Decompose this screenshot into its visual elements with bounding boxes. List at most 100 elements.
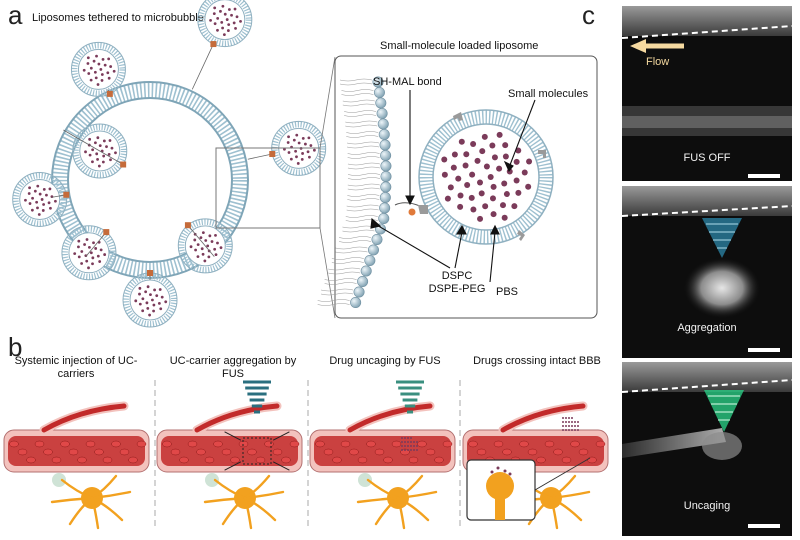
tether-node — [147, 270, 153, 276]
small-molecule — [491, 154, 498, 161]
neuron — [509, 474, 591, 530]
small-molecule — [489, 195, 496, 202]
small-molecule — [502, 142, 509, 149]
small-molecule — [490, 211, 497, 218]
small-molecule — [515, 189, 522, 196]
neuron — [50, 474, 132, 530]
small-molecule — [496, 165, 503, 172]
label-lipid-block: DSPC DSPE-PEG — [425, 270, 489, 296]
step-1-title: Systemic injection of UC-carriers — [14, 355, 138, 381]
small-molecule — [503, 191, 510, 198]
small-molecule — [469, 171, 476, 178]
liposome — [177, 218, 233, 274]
tether-node — [106, 90, 113, 97]
tether-node — [184, 222, 191, 229]
small-molecule — [502, 153, 509, 160]
zoom-title: Small-molecule loaded liposome — [380, 40, 539, 52]
small-molecule — [458, 138, 465, 145]
zoom-selection-box — [215, 147, 321, 229]
small-molecule — [482, 203, 489, 210]
step-2-title: UC-carrier aggregation by FUS — [169, 355, 297, 381]
neuron — [356, 474, 438, 530]
small-molecule — [526, 158, 533, 165]
small-molecule — [474, 157, 481, 164]
frame-fus-off-image — [622, 6, 792, 136]
aggregation-box — [242, 437, 272, 465]
scale-bar-1 — [748, 174, 780, 178]
small-molecule — [479, 148, 486, 155]
tether-node — [103, 229, 110, 236]
small-molecule — [481, 133, 488, 140]
liposome — [70, 41, 126, 97]
step-2-illustration — [156, 380, 303, 530]
frame-aggregation: Aggregation — [622, 186, 792, 358]
label-small-molecules: Small molecules — [508, 88, 589, 100]
panel-c-letter: c — [582, 0, 595, 30]
liposome — [61, 225, 117, 281]
small-molecule — [489, 142, 496, 149]
scale-bar-3 — [748, 524, 780, 528]
zoom-line-bottom — [319, 227, 336, 319]
small-molecule — [441, 171, 448, 178]
liposome — [63, 123, 128, 179]
panel-a-letter: a — [8, 0, 23, 30]
tether-node — [120, 161, 127, 168]
small-molecule — [441, 156, 448, 163]
frame-aggregation-label: Aggregation — [677, 322, 737, 334]
frame-fus-off-label: FUS OFF — [683, 152, 731, 164]
small-molecule — [490, 183, 497, 190]
frame-fus-off: Flow FUS OFF — [622, 6, 792, 181]
frame-uncaging-label: Uncaging — [683, 500, 731, 512]
small-molecule — [525, 183, 532, 190]
peg-caps — [453, 112, 546, 241]
small-molecule — [444, 195, 451, 202]
small-molecule — [468, 194, 475, 201]
inset-pointer — [534, 457, 591, 491]
step-4-title: Drugs crossing intact BBB — [473, 355, 601, 367]
glial-cell — [358, 473, 372, 487]
label-dspe-peg: DSPE-PEG — [428, 283, 486, 296]
small-molecule — [487, 174, 494, 180]
liposome — [191, 0, 253, 90]
small-molecule — [501, 180, 508, 187]
small-molecule — [470, 140, 477, 147]
small-molecule — [499, 202, 506, 209]
step-1-illustration — [3, 401, 150, 530]
small-molecule — [451, 151, 458, 158]
liposome — [122, 270, 178, 328]
small-molecule — [515, 147, 522, 154]
label-pbs: PBS — [496, 286, 519, 298]
tether-node — [63, 191, 70, 198]
sh-mal-tether — [394, 202, 428, 216]
panel-b-letter: b — [8, 332, 23, 362]
small-molecule — [496, 131, 503, 138]
small-molecule — [511, 203, 518, 210]
small-molecule — [470, 206, 477, 213]
neuron — [203, 474, 285, 530]
frame-uncaging-image — [622, 362, 792, 460]
small-molecule — [455, 175, 462, 182]
small-molecule — [450, 164, 457, 171]
tether-node — [210, 41, 217, 48]
label-sh-mal-bond: SH-MAL bond — [373, 76, 442, 88]
tethered-liposomes — [12, 0, 327, 328]
small-molecule — [513, 177, 520, 184]
step-3-illustration — [309, 380, 456, 530]
small-molecule — [457, 192, 464, 199]
bubble-shell-closeup — [317, 76, 392, 308]
small-molecule — [501, 214, 508, 221]
small-molecule — [521, 169, 528, 176]
frame-aggregation-image — [622, 186, 792, 318]
loaded-liposome — [418, 109, 554, 245]
small-molecule — [478, 190, 485, 197]
panel-b-diagram — [3, 380, 609, 530]
small-molecule — [513, 158, 520, 165]
small-molecule — [477, 179, 484, 186]
scale-bar-2 — [748, 348, 780, 352]
label-dspc: DSPC — [441, 270, 473, 282]
zoom-line-top — [319, 56, 336, 149]
annotation-arrows — [370, 90, 536, 283]
small-molecule — [464, 181, 471, 188]
step-3-title: Drug uncaging by FUS — [329, 355, 441, 367]
flow-label: Flow — [646, 56, 670, 68]
